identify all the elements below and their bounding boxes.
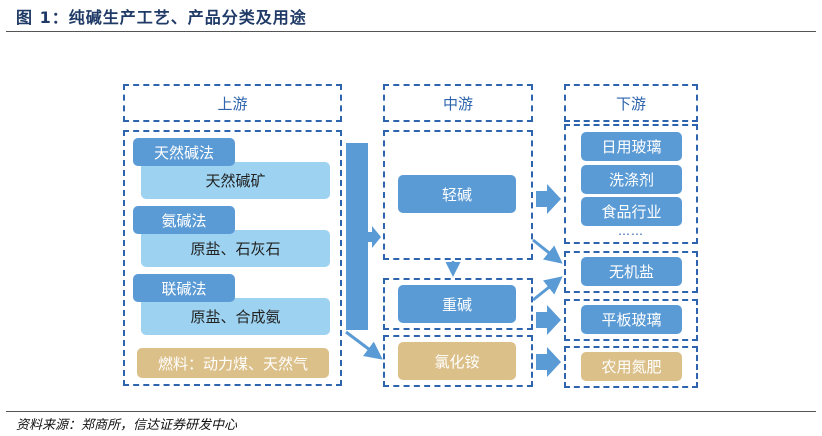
use-inorganic-salt: 无机盐	[581, 257, 682, 286]
upstream-header-label: 上游	[217, 94, 248, 113]
product-ammonium-chloride: 氯化铵	[398, 342, 516, 380]
fuel-label: 燃料：动力煤、天然气	[157, 354, 308, 373]
method-materials-combined: 原盐、合成氨	[141, 298, 330, 335]
product-heavy-soda: 重碱	[398, 285, 516, 323]
method-label: 氨碱法	[161, 211, 207, 230]
use-nitrogen-fertilizer: 农用氮肥	[581, 352, 682, 381]
downstream-header: 下游	[564, 84, 698, 122]
arrow-to-ammonium-icon	[345, 330, 383, 360]
arrow-light-to-uses-icon	[536, 184, 561, 214]
upstream-header: 上游	[123, 84, 342, 122]
downstream-light-panel	[564, 124, 698, 244]
midstream-header-label: 中游	[442, 94, 473, 113]
midstream-ammonium-panel	[383, 335, 533, 387]
downstream-fertilizer-panel	[564, 346, 698, 388]
bottom-divider	[6, 411, 816, 412]
midstream-header: 中游	[383, 84, 533, 122]
method-label: 天然碱法	[153, 143, 214, 162]
materials-label: 天然碱矿	[205, 172, 266, 190]
product-label: 轻碱	[441, 185, 472, 204]
midstream-light-panel	[383, 130, 533, 260]
use-label: 平板玻璃	[601, 311, 662, 329]
arrow-heavy-to-inorganic-icon	[532, 276, 563, 302]
use-flat-glass: 平板玻璃	[581, 305, 682, 334]
source-note: 资料来源：郑商所，信达证券研发中心	[16, 418, 238, 433]
use-label: 洗涤剂	[608, 171, 654, 189]
method-tab-natural: 天然碱法	[133, 138, 235, 166]
midstream-heavy-panel	[383, 278, 533, 330]
arrow-ammonium-to-fertilizer-icon	[536, 347, 561, 377]
method-tab-ammonia: 氨碱法	[133, 206, 235, 234]
fuel-box: 燃料：动力煤、天然气	[137, 348, 329, 378]
use-label: 食品行业	[601, 203, 662, 221]
arrow-to-midstream-icon	[368, 226, 381, 248]
arrow-heavy-to-flatglass-icon	[536, 305, 561, 335]
product-label: 重碱	[441, 295, 472, 314]
upstream-collector-bar	[346, 143, 368, 330]
arrow-light-to-inorganic-icon	[532, 238, 563, 264]
figure-title: 图 1：纯碱生产工艺、产品分类及用途	[16, 8, 307, 27]
more-uses-ellipsis: ……	[618, 224, 644, 238]
materials-label: 原盐、合成氨	[190, 308, 281, 326]
product-label: 氯化铵	[434, 352, 480, 371]
use-label: 日用玻璃	[601, 138, 662, 156]
method-label: 联碱法	[161, 279, 207, 298]
downstream-inorganic-panel	[564, 251, 698, 293]
materials-label: 原盐、石灰石	[190, 240, 281, 258]
use-daily-glass: 日用玻璃	[581, 132, 682, 161]
downstream-flatglass-panel	[564, 299, 698, 341]
top-divider	[6, 31, 816, 32]
use-label: 农用氮肥	[601, 358, 662, 376]
use-food-industry: 食品行业	[581, 197, 682, 226]
product-light-soda: 轻碱	[398, 175, 516, 213]
method-materials-ammonia: 原盐、石灰石	[141, 230, 330, 267]
downstream-header-label: 下游	[615, 94, 646, 113]
method-tab-combined: 联碱法	[133, 274, 235, 302]
use-label: 无机盐	[608, 263, 654, 281]
upstream-panel	[123, 130, 342, 386]
method-materials-natural: 天然碱矿	[141, 162, 330, 199]
use-detergent: 洗涤剂	[581, 165, 682, 194]
